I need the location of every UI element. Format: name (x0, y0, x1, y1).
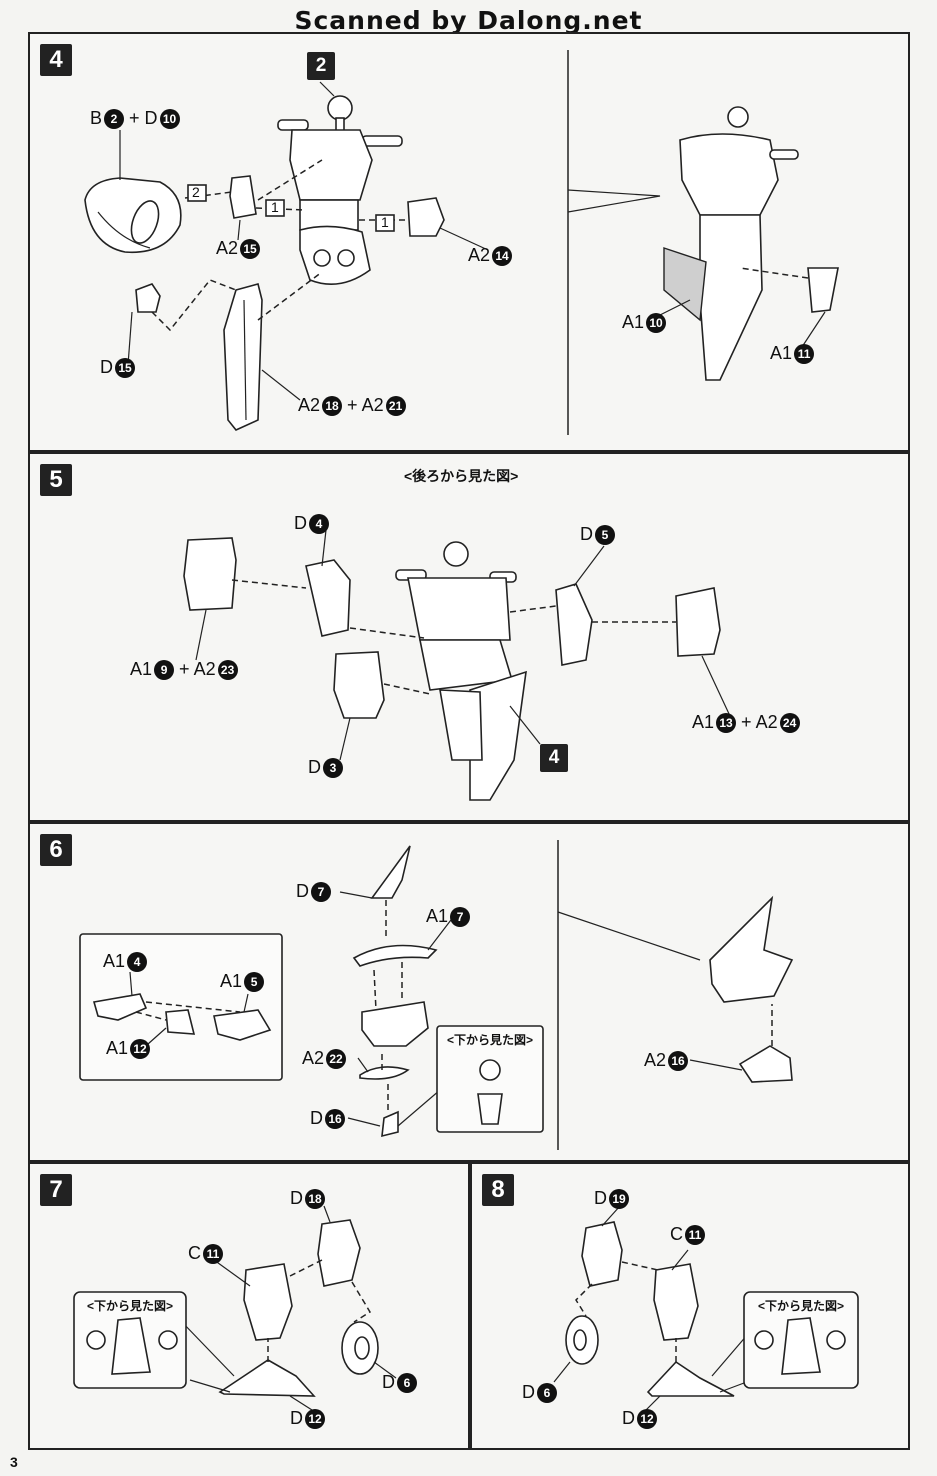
part-c11-s8 (653, 1263, 699, 1341)
part-d3 (333, 651, 385, 719)
part-d16 (381, 1110, 399, 1138)
part-d4 (305, 559, 351, 637)
part-a1-13 (675, 587, 721, 657)
part-a1-9 (183, 537, 237, 611)
part-a2-15 (229, 175, 257, 219)
bottom-view-note-7: <下から見た図> (86, 1299, 174, 1313)
head-part-b2 (84, 177, 182, 254)
step-number: 4 (40, 44, 72, 76)
part-d15 (135, 283, 161, 313)
part-main-head (361, 1001, 429, 1047)
step6-result (709, 895, 794, 1003)
part-d19-s8 (581, 1221, 623, 1287)
step-number: 7 (40, 1174, 72, 1206)
page-number: 3 (10, 1454, 18, 1470)
part-a1-5 (213, 1009, 272, 1041)
bottom-view-note-6: <下から見た図> (446, 1033, 534, 1047)
step-number: 5 (40, 464, 72, 496)
order-2: 2 (192, 184, 200, 200)
part-d18-s7 (317, 1219, 361, 1287)
step-number: 8 (482, 1174, 514, 1206)
scan-header: Scanned by Dalong.net (0, 6, 937, 37)
part-d7 (370, 845, 411, 899)
step-number: 6 (40, 834, 72, 866)
part-a1-12 (165, 1009, 196, 1035)
part-d5 (555, 583, 593, 666)
step5-body (395, 541, 527, 801)
step4-result (663, 106, 839, 381)
bottom-view-note-8: <下から見た図> (757, 1299, 845, 1313)
order-1b: 1 (381, 214, 389, 230)
part-c11-s7 (243, 1263, 293, 1341)
step-ref-4: 4 (540, 744, 568, 772)
view-note-rear: <後ろから見た図> (404, 468, 519, 484)
part-a1-7 (352, 944, 438, 967)
part-a2-16 (738, 1045, 793, 1083)
part-d12-s7 (218, 1359, 316, 1397)
order-1a: 1 (271, 199, 279, 215)
step-4-panel: 4 (28, 32, 910, 452)
torso-assembly (277, 95, 403, 286)
part-a2-18-21 (223, 283, 263, 431)
step-ref-2: 2 (307, 52, 335, 80)
part-a2-14 (407, 197, 445, 237)
part-d12-s8 (646, 1360, 735, 1397)
part-a2-22 (359, 1066, 410, 1080)
